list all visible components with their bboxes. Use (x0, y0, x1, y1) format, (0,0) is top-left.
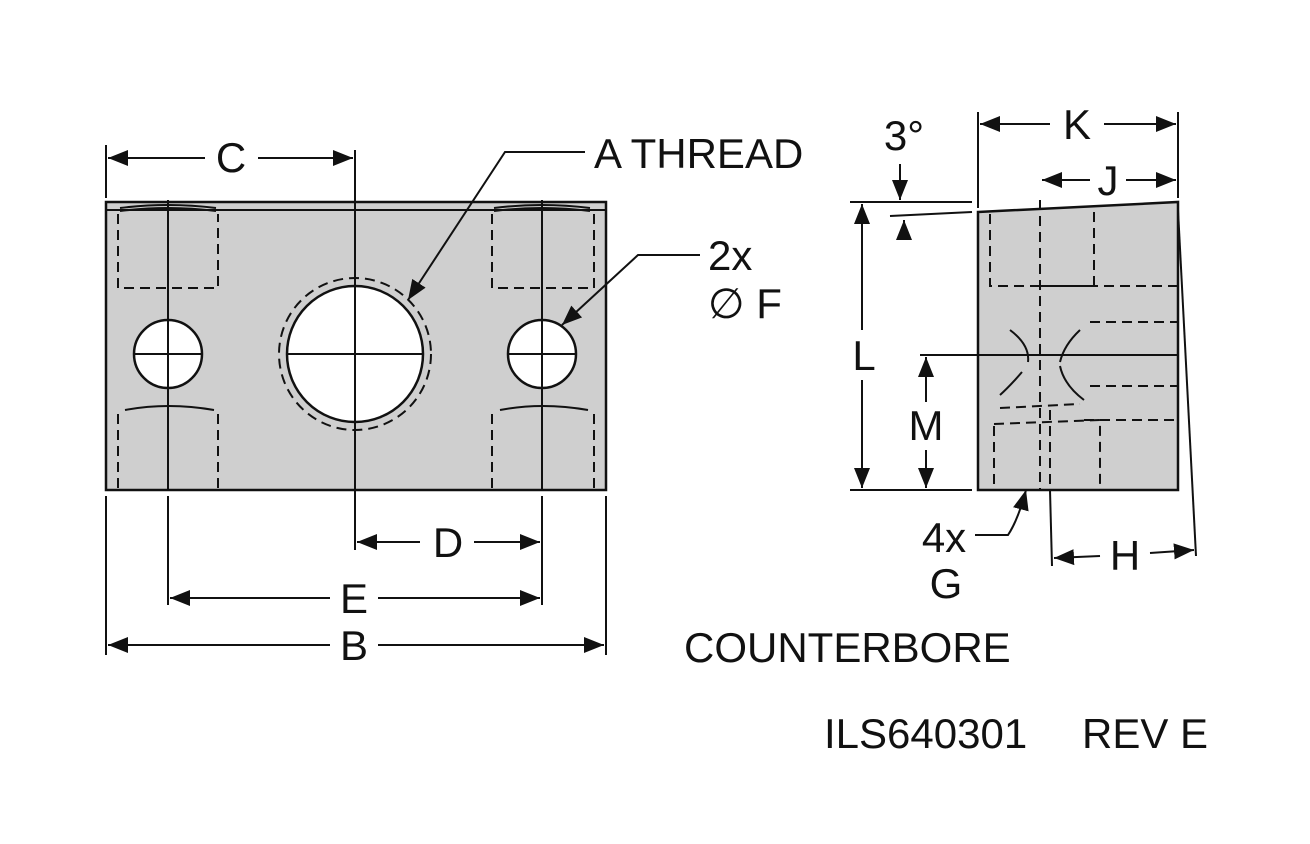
side-hidden-features (989, 200, 1178, 490)
label-l: L (852, 332, 875, 379)
part-number: ILS640301 (824, 710, 1027, 757)
label-b: B (340, 622, 368, 669)
label-2x: 2x (708, 232, 752, 279)
label-e: E (340, 575, 368, 622)
label-dia-f: ∅ F (708, 280, 782, 327)
label-d: D (433, 519, 463, 566)
label-4x: 4x (922, 514, 966, 561)
front-dimensions (105, 145, 700, 655)
label-j: J (1098, 157, 1119, 204)
label-a-thread: A THREAD (594, 130, 803, 177)
side-block-body (976, 200, 1180, 492)
side-dimensions (850, 112, 1197, 567)
front-center-lines (134, 150, 576, 490)
label-m: M (909, 402, 944, 449)
label-3-degrees: 3° (884, 112, 924, 159)
label-counterbore: COUNTERBORE (684, 624, 1011, 671)
label-c: C (216, 134, 246, 181)
label-h: H (1110, 532, 1140, 579)
label-k: K (1063, 101, 1091, 148)
revision: REV E (1082, 710, 1208, 757)
side-view (920, 200, 1180, 492)
label-g: G (930, 560, 963, 607)
